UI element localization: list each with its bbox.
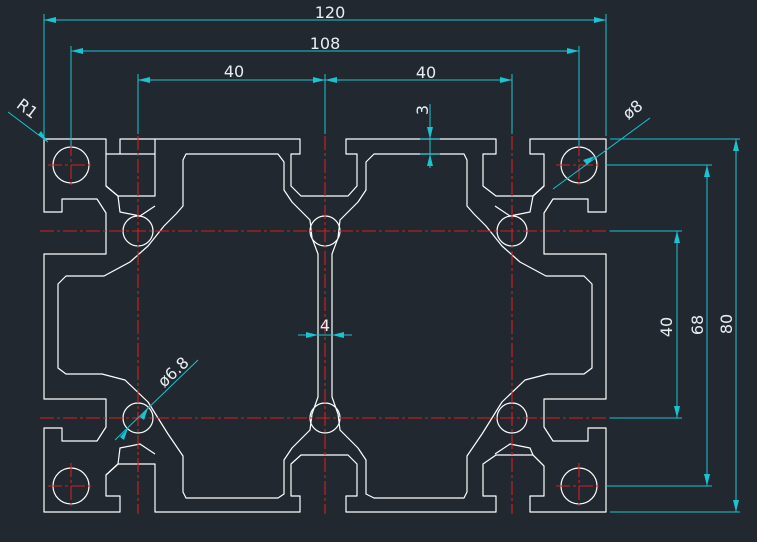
dim-text-40-right: 40 [416,63,436,82]
arrow-80-top [733,139,739,151]
dim-text-4: 4 [320,316,330,335]
notch-top-right [494,185,545,217]
arrow-d68-a [140,408,148,420]
dim-text-108: 108 [310,34,341,53]
leader-d68 [114,359,199,441]
arrow-d8 [583,156,595,165]
arrow-120-right [594,17,606,23]
dim-text-d68: ø6.8 [154,353,193,391]
dim-text-120: 120 [315,3,346,22]
outer-contour [43,138,607,513]
arrow-68-bottom [704,474,710,486]
arrow-40a-l [138,77,150,83]
arrow-68-top [704,165,710,177]
profile-outline [43,138,607,513]
arrow-40b-l [325,77,337,83]
arrow-40v-bottom [674,406,680,418]
arrow-40v-top [674,231,680,243]
notch-bottom-left [105,443,156,476]
dim-text-68: 68 [688,315,707,335]
dim-text-3: 3 [413,105,432,115]
arrow-120-left [44,17,56,23]
arrow-80-bottom [733,500,739,512]
arrow-4-right [332,332,344,338]
leader-d8 [552,117,651,190]
notch-top-left [105,185,156,217]
arrow-4-left [306,332,318,338]
arrow-108-right [567,48,579,54]
dim-text-40-vertical: 40 [657,317,676,337]
arrow-3-bottom [427,154,433,166]
dim-text-40-left: 40 [224,62,244,81]
arrow-40a-r [313,77,325,83]
dim-text-d8: ø8 [619,96,646,123]
right-cavity [331,153,593,499]
arrow-3-top [427,127,433,139]
left-cavity [57,153,319,499]
arrow-r1 [38,131,48,142]
centerlines [40,136,610,514]
arrow-40b-r [500,77,512,83]
dimensions: 120 108 40 40 3 ø8 R1 4 [7,3,740,513]
notch-bottom-right [494,443,545,467]
arrow-d68-b [120,428,128,440]
arrow-108-left [71,48,83,54]
dim-text-80: 80 [717,314,736,334]
